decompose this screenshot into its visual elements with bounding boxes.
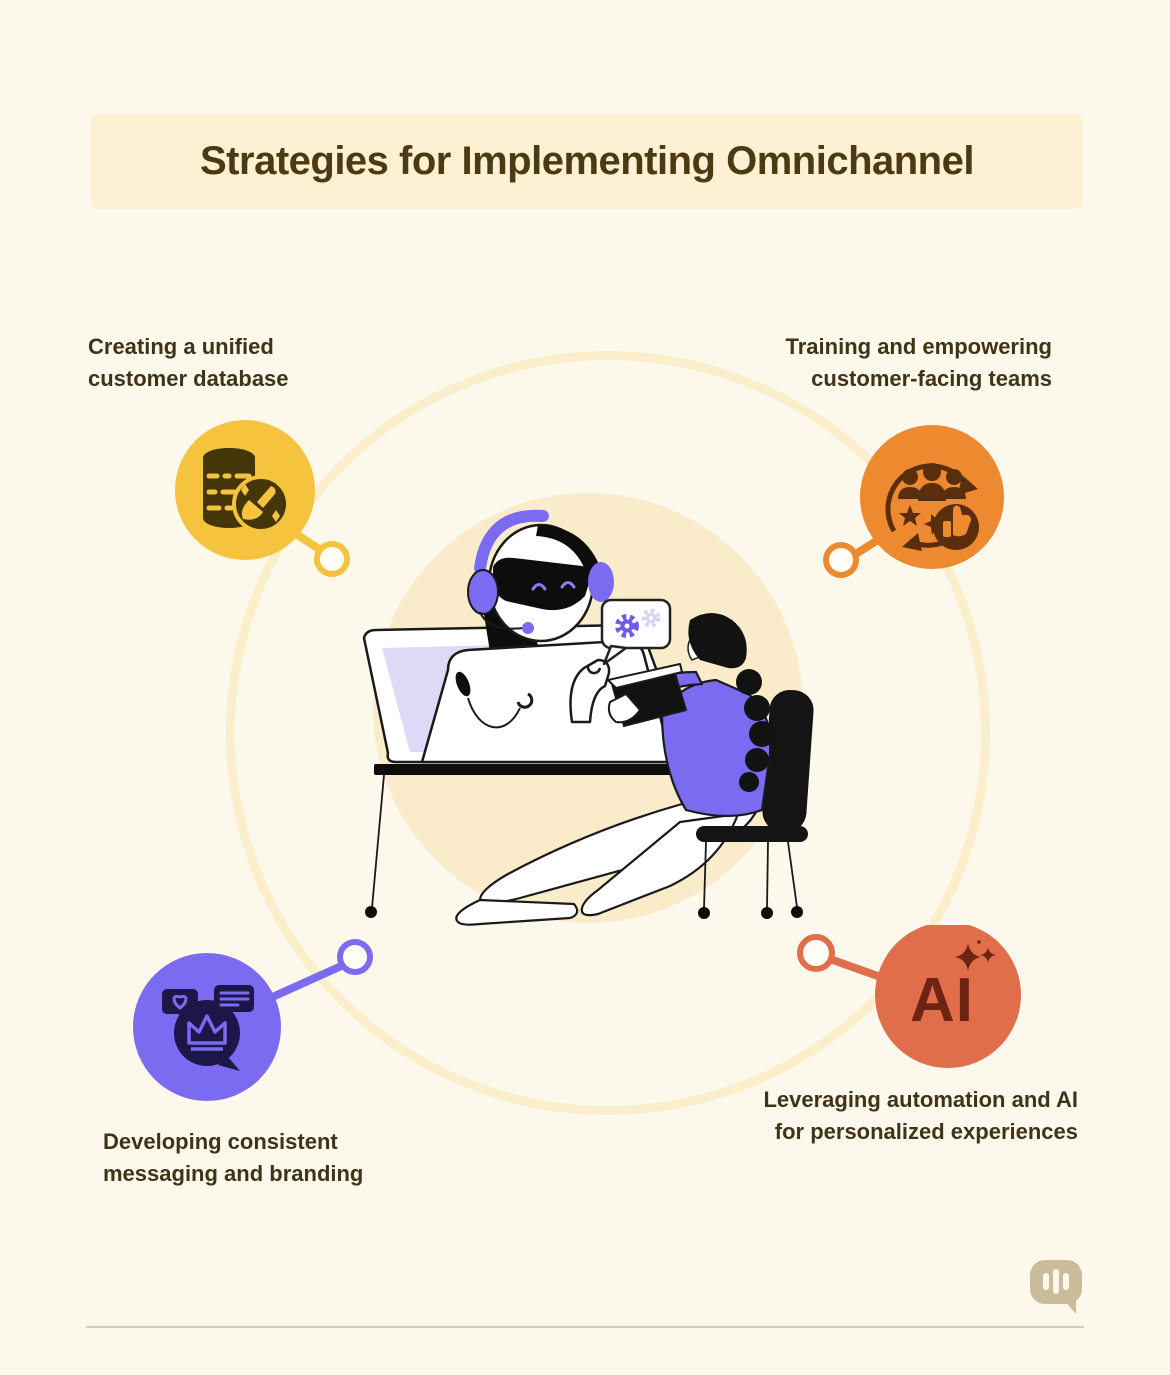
connector-ring (797, 934, 835, 972)
label-unified-database: Creating a unified customer database (88, 334, 289, 391)
ai-text: AI (910, 966, 974, 1035)
gears-speech-bubble-icon (600, 598, 672, 666)
label-automation-ai: Leveraging automation and AI for persona… (763, 1087, 1078, 1144)
node-consistent-messaging (133, 939, 373, 1101)
robot-video-call-with-customer-illustration (362, 493, 814, 926)
database-cleanup-icon (203, 448, 290, 533)
node-training-teams (823, 425, 1004, 578)
brand-messaging-icon (162, 985, 254, 1071)
chair (696, 689, 814, 919)
speech-bubble-logo (1030, 1260, 1082, 1314)
connector-ring (314, 541, 350, 577)
title-banner: Strategies for Implementing Omnichannel (91, 114, 1083, 209)
team-feedback-icon (885, 463, 979, 551)
page-title: Strategies for Implementing Omnichannel (200, 139, 974, 183)
connector-ring (337, 939, 373, 975)
footer-divider (86, 1326, 1084, 1328)
desk (365, 764, 732, 918)
decorative-ring (226, 351, 990, 1115)
gear-icon (615, 614, 639, 638)
connector-ring (823, 542, 859, 578)
ai-sparkle-icon: AI (910, 940, 996, 1035)
customer-person (455, 613, 814, 926)
gear-light-icon (641, 608, 661, 628)
node-circle (875, 925, 1021, 1068)
node-automation-ai: AI (797, 925, 1021, 1068)
label-training-teams: Training and empowering customer-facing … (785, 334, 1052, 391)
label-consistent-messaging: Developing consistent messaging and bran… (103, 1129, 364, 1186)
node-unified-database (175, 420, 350, 577)
